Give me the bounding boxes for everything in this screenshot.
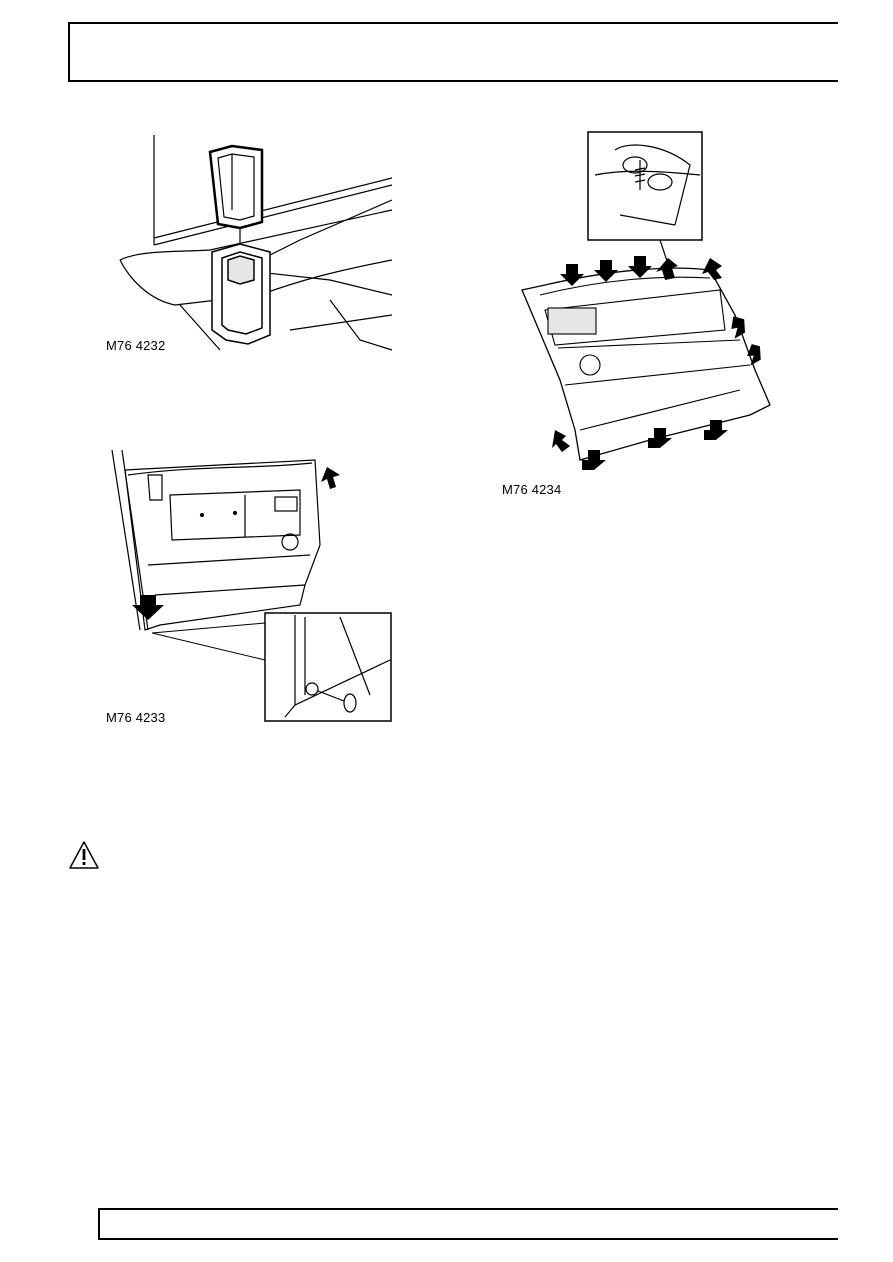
door-trim-illustration (111, 449, 392, 722)
figure-handle-cup: M76 4232 (100, 130, 393, 355)
figure-caption: M76 4233 (106, 710, 166, 725)
figure-door-trim-fixings: M76 4233 (100, 445, 393, 725)
trim-panel-rear-illustration (521, 131, 771, 470)
warning-triangle-icon (69, 841, 99, 869)
figure-caption: M76 4232 (106, 338, 166, 353)
figure-trim-panel-clips: M76 4234 (500, 130, 790, 500)
handle-cup-illustration (119, 135, 393, 351)
fastener-arrow-icon (132, 467, 340, 620)
page-footer-frame (98, 1208, 838, 1240)
page-header-frame (68, 22, 838, 82)
fastener-arrow-icon (552, 256, 761, 470)
figure-caption: M76 4234 (502, 482, 562, 497)
